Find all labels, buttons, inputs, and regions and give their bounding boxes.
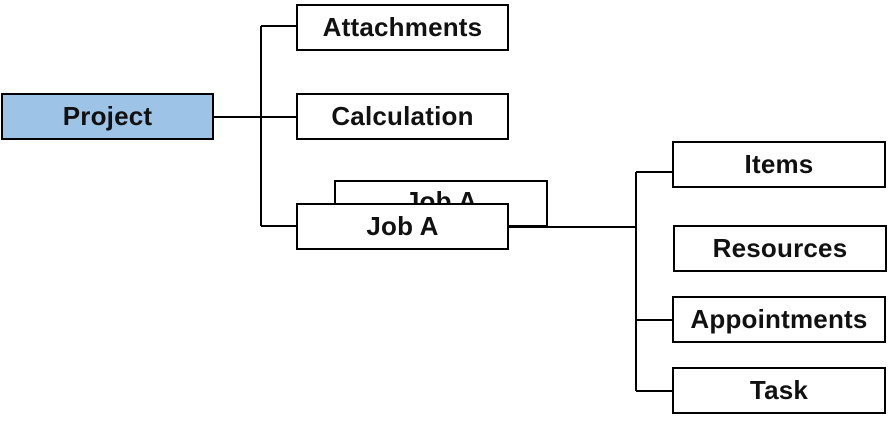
node-appointments: Appointments bbox=[672, 296, 886, 343]
node-items-label: Items bbox=[744, 149, 814, 179]
node-job-a: Job A bbox=[296, 203, 509, 250]
node-job-a-label: Job A bbox=[366, 211, 439, 241]
node-resources: Resources bbox=[673, 225, 887, 272]
node-task-label: Task bbox=[749, 375, 809, 405]
node-resources-label: Resources bbox=[712, 233, 848, 263]
node-calculation: Calculation bbox=[296, 93, 509, 140]
node-calculation-label: Calculation bbox=[331, 101, 474, 131]
node-task: Task bbox=[672, 367, 886, 414]
node-attachments-label: Attachments bbox=[322, 12, 483, 42]
node-project: Project bbox=[1, 93, 214, 140]
node-items: Items bbox=[672, 141, 886, 188]
node-appointments-label: Appointments bbox=[690, 304, 868, 334]
node-project-label: Project bbox=[62, 101, 153, 131]
node-attachments: Attachments bbox=[296, 4, 509, 51]
